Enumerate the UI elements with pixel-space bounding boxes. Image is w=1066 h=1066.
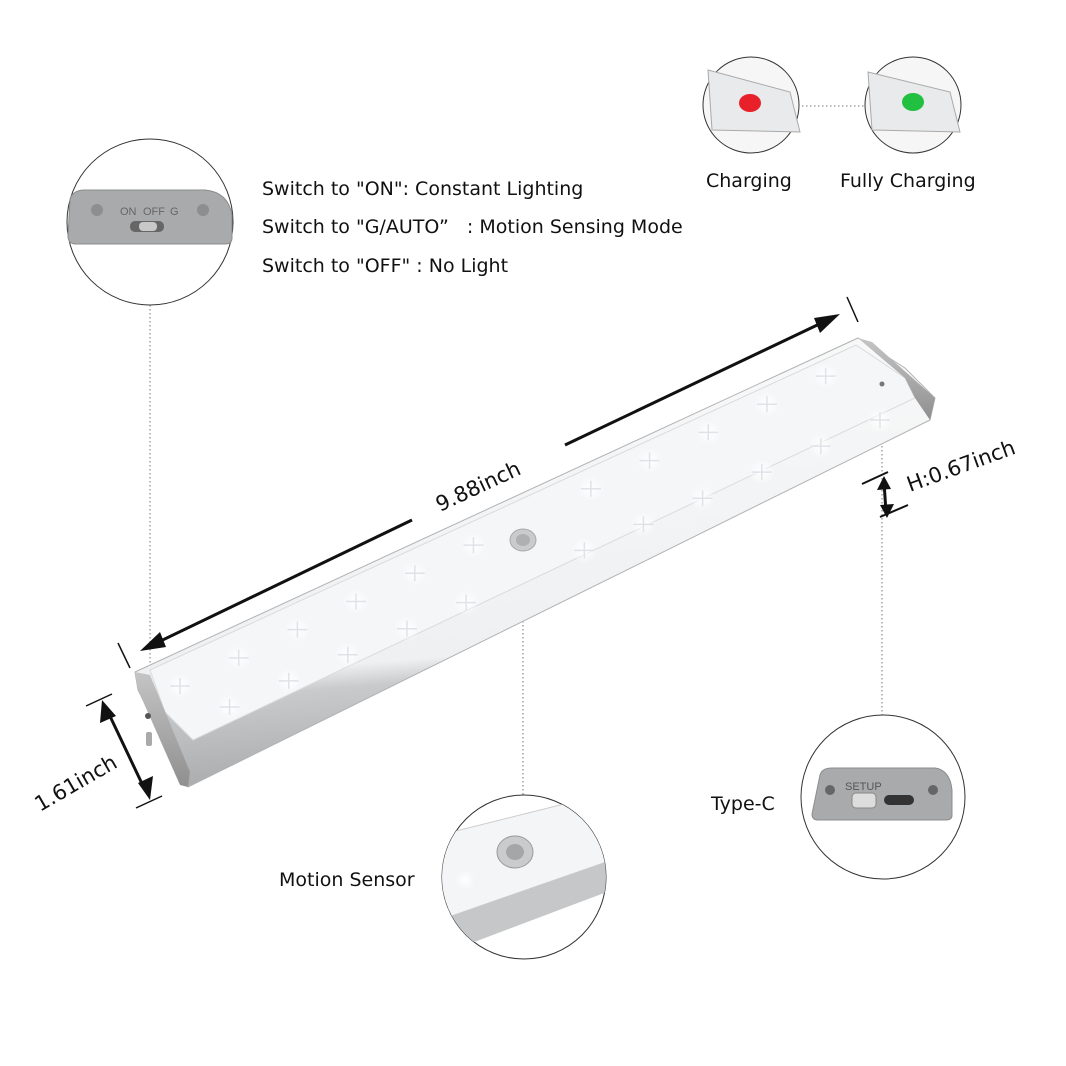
led-star-icon bbox=[751, 464, 772, 481]
screw-icon bbox=[91, 204, 103, 216]
height-label: H:0.67inch bbox=[904, 435, 1019, 496]
fully-charged-indicator: Fully Charging bbox=[840, 56, 976, 192]
led-star-icon bbox=[870, 412, 890, 428]
setup-button[interactable] bbox=[851, 792, 877, 809]
led-star-icon bbox=[698, 424, 719, 441]
usb-c-port-icon bbox=[884, 795, 914, 805]
left-end-cap bbox=[135, 672, 190, 787]
switch-callout: ON OFF G bbox=[66, 138, 234, 306]
length-dimension bbox=[117, 296, 859, 669]
switch-label-on: ON bbox=[120, 206, 137, 218]
type-c-callout: SETUP bbox=[800, 714, 966, 880]
screw-icon bbox=[928, 785, 938, 795]
led-star-icon bbox=[170, 678, 190, 694]
motion-sensor-callout bbox=[441, 794, 607, 960]
green-led-icon bbox=[902, 93, 924, 111]
charging-label: Charging bbox=[706, 170, 792, 192]
led-star-icon bbox=[639, 452, 660, 469]
red-led-icon bbox=[739, 94, 761, 112]
motion-sensor-label: Motion Sensor bbox=[279, 869, 415, 891]
switch-auto-description: Switch to "G/AUTO” : Motion Sensing Mode bbox=[262, 216, 683, 238]
led-star-icon bbox=[219, 698, 240, 715]
led-star-icon bbox=[346, 593, 367, 610]
switch-label-g: G bbox=[170, 206, 179, 218]
fully-charging-label: Fully Charging bbox=[840, 170, 976, 192]
screw-icon bbox=[197, 204, 209, 216]
right-end-cap bbox=[858, 338, 935, 420]
led-star-icon bbox=[810, 438, 831, 455]
width-label: 1.61inch bbox=[31, 750, 122, 816]
switch-off-description: Switch to "OFF" : No Light bbox=[262, 255, 508, 277]
light-bar bbox=[134, 337, 936, 788]
charging-indicator: Charging bbox=[702, 56, 801, 192]
screw-icon bbox=[825, 785, 835, 795]
setup-label: SETUP bbox=[845, 781, 882, 793]
led-star-icon bbox=[456, 594, 477, 611]
type-c-label: Type-C bbox=[710, 793, 775, 815]
led-star-icon bbox=[337, 646, 358, 663]
motion-sensor bbox=[509, 528, 537, 552]
switch-label-off: OFF bbox=[143, 206, 165, 218]
led-star-icon bbox=[396, 620, 417, 637]
led-star-icon bbox=[574, 542, 595, 559]
leader-lines bbox=[149, 105, 883, 798]
led-star-icon bbox=[580, 480, 601, 497]
led-star-icon bbox=[228, 649, 249, 666]
led-star-icon bbox=[404, 565, 425, 582]
switch-on-description: Switch to "ON": Constant Lighting bbox=[262, 178, 583, 200]
led-star-icon bbox=[815, 368, 836, 385]
switch-indicator-dot bbox=[145, 713, 151, 719]
led-star-icon bbox=[463, 537, 484, 554]
led-array bbox=[167, 363, 893, 720]
height-dimension bbox=[861, 471, 909, 518]
led-star-icon bbox=[287, 621, 308, 638]
led-star-icon bbox=[278, 672, 299, 689]
width-dimension bbox=[85, 693, 163, 809]
switch-knob bbox=[146, 732, 152, 746]
led-star-icon bbox=[692, 490, 713, 507]
led-star-icon bbox=[756, 396, 777, 413]
led-star-icon bbox=[633, 516, 654, 533]
led-indicator-dot bbox=[879, 381, 885, 387]
